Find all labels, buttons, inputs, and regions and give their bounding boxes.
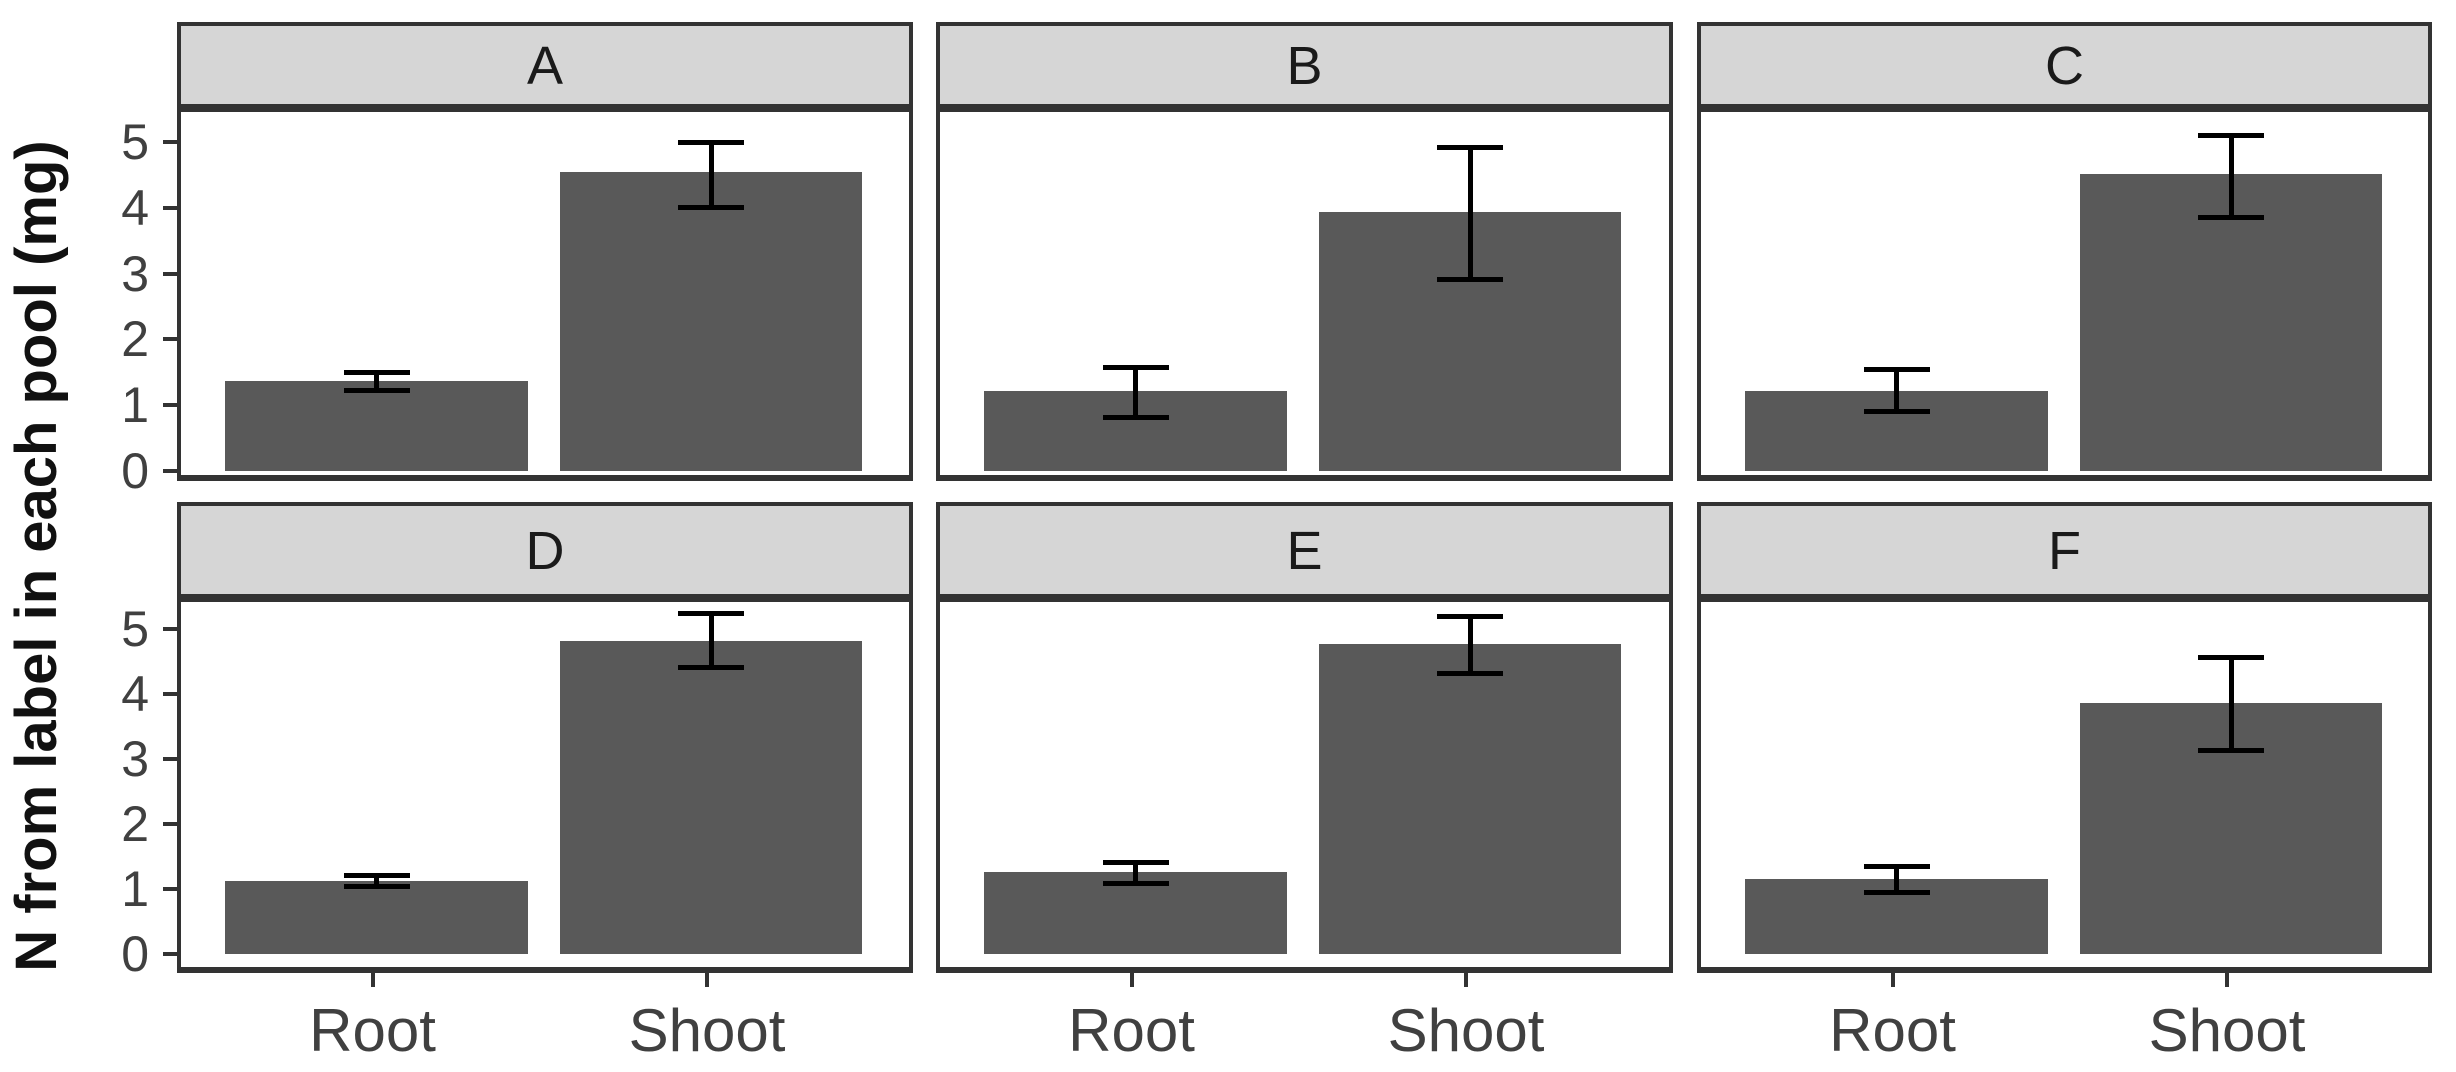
errorbar-line-root (374, 372, 379, 391)
errorbar-cap-top (2198, 654, 2264, 660)
facet-strip-label: E (1286, 521, 1323, 581)
y-tick-mark (163, 469, 177, 473)
x-tick-label-root: Root (1068, 997, 1195, 1064)
bar-shoot (2080, 174, 2382, 471)
y-tick-mark (163, 403, 177, 408)
errorbar-cap-top (343, 873, 410, 879)
x-tick-label-root: Root (309, 997, 436, 1064)
errorbar-cap-top (1863, 863, 1930, 869)
bar-root (984, 872, 1287, 954)
y-tick-label-0: 0 (121, 926, 149, 982)
errorbar-cap-bottom (678, 204, 744, 210)
facet-strip-label: D (525, 521, 565, 581)
facet-strip-label: C (2045, 36, 2084, 96)
bar-root (225, 380, 528, 471)
errorbar-cap-top (1863, 367, 1930, 373)
errorbar-cap-bottom (1863, 890, 1930, 896)
x-tick-mark (1129, 973, 1134, 987)
facet-strip-C: C (1697, 22, 2432, 108)
x-tick-mark (2225, 973, 2229, 987)
facet-strip-label: B (1286, 36, 1323, 96)
errorbar-line-shoot (1467, 616, 1473, 674)
errorbar-cap-bottom (1437, 277, 1503, 283)
errorbar-line-shoot (2228, 135, 2234, 217)
x-tick-mark (1890, 973, 1895, 987)
x-tick-mark (370, 973, 375, 987)
x-tick-label-shoot: Shoot (628, 997, 786, 1064)
y-tick-label-1: 1 (121, 377, 149, 434)
facet-strip-A: A (177, 22, 913, 108)
y-tick-mark (163, 886, 177, 891)
bar-shoot (560, 172, 862, 471)
errorbar-cap-top (1437, 614, 1503, 620)
y-tick-mark (163, 821, 177, 826)
y-tick-label-2: 2 (121, 311, 149, 368)
errorbar-line-root (1894, 369, 1899, 412)
plot-panel-D (177, 598, 913, 973)
y-tick-mark (163, 271, 177, 276)
errorbar-cap-top (2198, 132, 2264, 138)
errorbar-line-root (1894, 866, 1899, 893)
errorbar-cap-bottom (1102, 880, 1169, 886)
y-tick-label-4: 4 (121, 179, 149, 236)
errorbar-cap-bottom (343, 387, 410, 393)
errorbar-cap-top (1437, 145, 1503, 151)
y-tick-label-1: 1 (121, 860, 149, 917)
errorbar-line-shoot (708, 142, 714, 208)
y-tick-label-3: 3 (121, 245, 149, 302)
y-tick-label-3: 3 (121, 730, 149, 787)
y-tick-mark (163, 691, 177, 696)
x-tick-mark (705, 973, 709, 987)
errorbar-line-root (1133, 862, 1138, 884)
facet-strip-F: F (1697, 502, 2432, 598)
facet-strip-label: A (526, 36, 564, 96)
facet-strip-E: E (936, 502, 1673, 598)
errorbar-cap-top (1102, 860, 1169, 866)
plot-panel-B (936, 108, 1673, 481)
errorbar-cap-top (1102, 364, 1169, 370)
y-tick-label-2: 2 (121, 795, 149, 852)
plot-panel-E (936, 598, 1673, 973)
errorbar-cap-bottom (1437, 671, 1503, 677)
errorbar-cap-top (343, 370, 410, 376)
x-tick-label-shoot: Shoot (1387, 997, 1545, 1064)
bar-shoot (560, 641, 862, 954)
errorbar-line-root (374, 875, 379, 887)
plot-panel-C (1697, 108, 2432, 481)
errorbar-cap-bottom (678, 665, 744, 671)
y-tick-mark (163, 756, 177, 761)
errorbar-cap-top (678, 139, 744, 145)
bar-shoot (1319, 644, 1621, 954)
plot-panel-A (177, 108, 913, 481)
y-tick-label-5: 5 (121, 600, 149, 657)
errorbar-cap-bottom (1102, 414, 1169, 420)
x-tick-mark (1464, 973, 1468, 987)
bar-root (225, 881, 528, 954)
plot-panel-F (1697, 598, 2432, 973)
facet-strip-D: D (177, 502, 913, 598)
facet-strip-label: F (2048, 521, 2081, 581)
facet-strip-B: B (936, 22, 1673, 108)
y-tick-label-5: 5 (121, 114, 149, 170)
errorbar-line-shoot (1467, 147, 1473, 280)
errorbar-cap-bottom (343, 884, 410, 890)
y-tick-mark (163, 140, 177, 144)
errorbar-line-shoot (2228, 657, 2234, 751)
errorbar-line-root (1133, 367, 1138, 418)
errorbar-cap-bottom (1863, 408, 1930, 414)
errorbar-cap-top (678, 611, 744, 617)
y-tick-label-0: 0 (121, 443, 149, 499)
errorbar-cap-bottom (2198, 214, 2264, 220)
y-tick-mark (163, 337, 177, 342)
x-tick-label-root: Root (1829, 997, 1956, 1064)
x-tick-label-shoot: Shoot (2148, 997, 2306, 1064)
y-tick-mark (163, 205, 177, 210)
y-tick-mark (163, 952, 177, 956)
y-tick-label-4: 4 (121, 665, 149, 722)
y-tick-mark (163, 626, 177, 631)
errorbar-line-shoot (708, 613, 714, 668)
errorbar-cap-bottom (2198, 748, 2264, 754)
